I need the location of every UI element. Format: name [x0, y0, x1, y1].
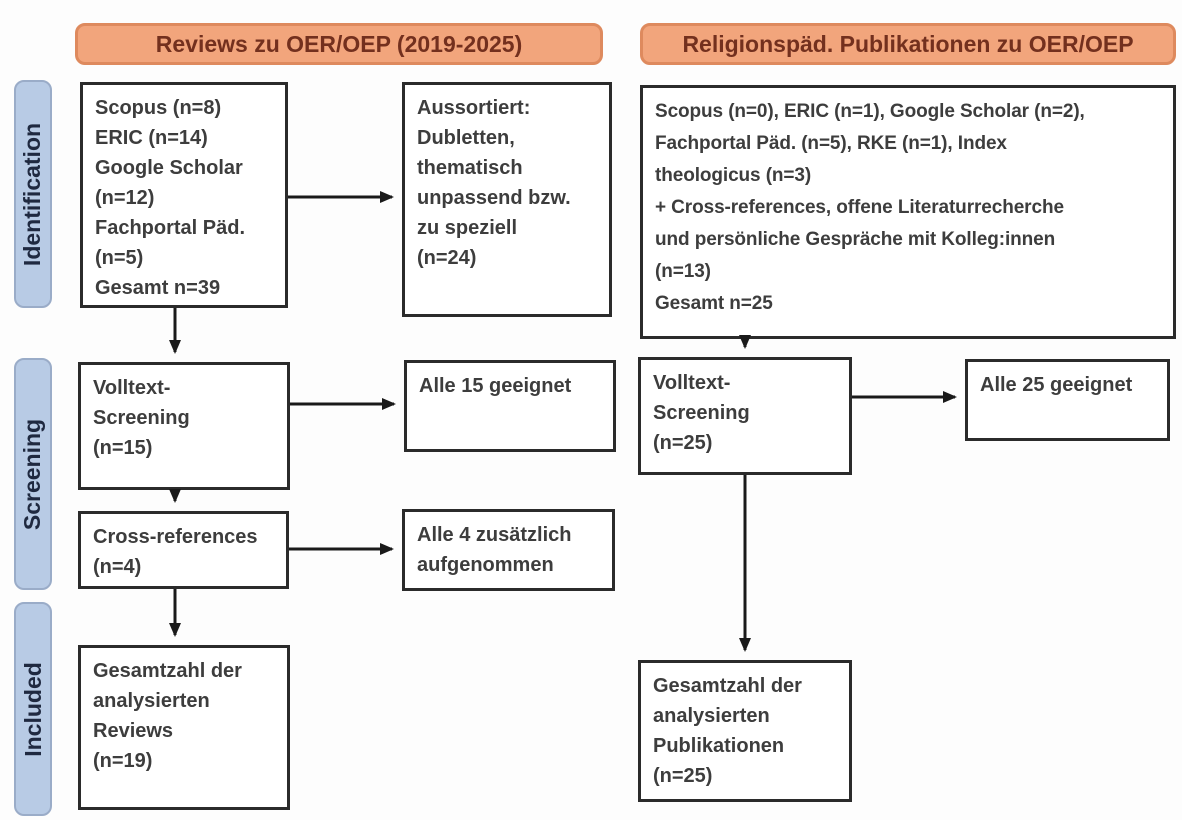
flow-box-left-sources: Scopus (n=8) ERIC (n=14) Google Scholar … [80, 82, 288, 308]
stage-tag-identification: Identification [14, 80, 52, 308]
stage-label-identification: Identification [19, 122, 46, 266]
flow-box-right-included-total: Gesamtzahl der analysierten Publikatione… [638, 660, 852, 802]
stage-label-included: Included [19, 661, 46, 757]
flow-box-right-fulltext-result: Alle 25 geeignet [965, 359, 1170, 441]
flow-box-left-fulltext-result: Alle 15 geeignet [404, 360, 616, 452]
column-header-religionspaed: Religionspäd. Publikationen zu OER/OEP [640, 23, 1176, 65]
flow-box-left-fulltext-screening: Volltext- Screening (n=15) [78, 362, 290, 490]
flow-box-right-sources: Scopus (n=0), ERIC (n=1), Google Scholar… [640, 85, 1176, 339]
flow-box-left-crossreferences-result: Alle 4 zusätzlich aufgenommen [402, 509, 615, 591]
flow-box-right-fulltext-screening: Volltext- Screening (n=25) [638, 357, 852, 475]
flow-box-left-excluded: Aussortiert: Dubletten, thematisch unpas… [402, 82, 612, 317]
flow-box-left-included-total: Gesamtzahl der analysierten Reviews (n=1… [78, 645, 290, 810]
stage-tag-screening: Screening [14, 358, 52, 590]
stage-label-screening: Screening [19, 418, 46, 530]
column-header-reviews: Reviews zu OER/OEP (2019-2025) [75, 23, 603, 65]
flow-box-left-crossreferences: Cross-references (n=4) [78, 511, 289, 589]
stage-tag-included: Included [14, 602, 52, 816]
